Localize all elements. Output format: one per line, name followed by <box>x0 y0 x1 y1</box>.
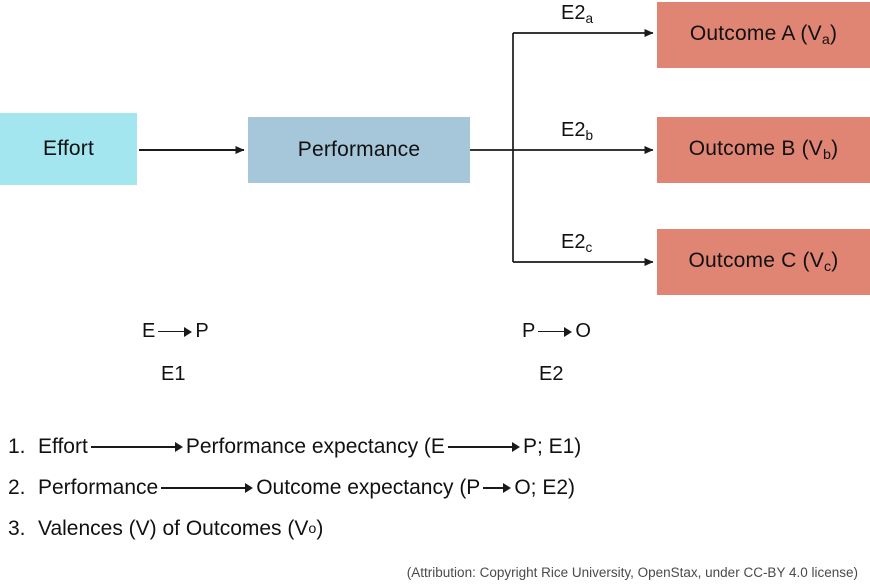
legend-e2-code: E2 <box>539 363 564 385</box>
edge-label-e2b-subscript: b <box>585 127 594 143</box>
arrow-right-icon <box>158 326 193 337</box>
arrow-right-icon <box>483 483 512 493</box>
outcome-a-close-paren: ) <box>829 22 838 45</box>
node-effort: Effort <box>0 113 137 185</box>
attribution-text: (Attribution: Copyright Rice University,… <box>406 565 858 580</box>
list-item-number: 2. <box>8 476 26 499</box>
list-1-after: Performance expectancy (E <box>185 435 445 458</box>
legend-e1-code: E1 <box>161 363 186 385</box>
edge-label-e2c-base: E2 <box>561 231 586 253</box>
edge-label-e2b-base: E2 <box>561 119 586 141</box>
list-2-before: Performance <box>38 476 159 499</box>
node-performance-label: Performance <box>297 138 421 161</box>
outcome-b-subscript: b <box>822 146 832 163</box>
outcome-b-close-paren: ) <box>831 137 839 160</box>
outcome-c-close-paren: ) <box>831 249 839 272</box>
list-2-after: Outcome expectancy (P <box>256 476 481 499</box>
list-item: 2. Performance Outcome expectancy (P O; E2… <box>8 476 768 500</box>
outcome-a-subscript: a <box>821 31 830 48</box>
edge-label-e2c: E2c <box>561 231 592 255</box>
list-item-number: 3. <box>8 517 26 540</box>
list-3-subscript: o <box>308 521 317 537</box>
list-1-tail: P; E1) <box>522 435 582 458</box>
list-item-text: Effort Performance expectancy (E P; E1) <box>38 435 581 459</box>
edge-label-e2a-base: E2 <box>561 2 586 24</box>
list-2-tail: O; E2) <box>514 476 576 499</box>
node-outcome-a: Outcome A (Va) <box>657 2 870 68</box>
legend-ep-to: P <box>195 320 209 342</box>
list-1-before: Effort <box>38 435 88 458</box>
node-outcome-b-label: Outcome B (Vb) <box>689 137 839 163</box>
legend-po-to: O <box>575 320 591 342</box>
arrow-right-icon <box>538 326 573 337</box>
legend-ep-from: E <box>142 320 156 342</box>
list-item-number: 1. <box>8 435 26 458</box>
node-outcome-c: Outcome C (Vc) <box>657 229 870 295</box>
outcome-c-text: Outcome C (V <box>688 249 824 272</box>
edge-label-e2a: E2a <box>561 2 593 26</box>
list-item-text: Performance Outcome expectancy (P O; E2) <box>38 476 575 500</box>
node-outcome-b: Outcome B (Vb) <box>657 117 870 183</box>
edge-label-e2a-subscript: a <box>585 10 594 26</box>
edge-label-e2b: E2b <box>561 119 593 143</box>
list-3-before: Valences (V) of Outcomes (V <box>38 517 309 540</box>
edge-label-e2c-subscript: c <box>585 239 593 255</box>
list-item: 1. Effort Performance expectancy (E P; E1) <box>8 435 768 459</box>
outcome-b-text: Outcome B (V <box>688 137 823 160</box>
node-outcome-c-label: Outcome C (Vc) <box>689 249 839 275</box>
outcome-c-subscript: c <box>823 258 832 275</box>
numbered-list: 1. Effort Performance expectancy (E P; E1)… <box>8 435 768 558</box>
node-performance: Performance <box>248 117 470 183</box>
arrow-right-icon <box>161 483 254 493</box>
arrow-right-icon <box>90 442 183 452</box>
arrow-right-icon <box>447 442 520 452</box>
node-effort-label: Effort <box>42 137 94 160</box>
legend-po-from: P <box>522 320 536 342</box>
node-outcome-a-label: Outcome A (Va) <box>690 22 837 48</box>
list-3-after: ) <box>316 517 324 540</box>
outcome-a-text: Outcome A (V <box>689 22 822 45</box>
